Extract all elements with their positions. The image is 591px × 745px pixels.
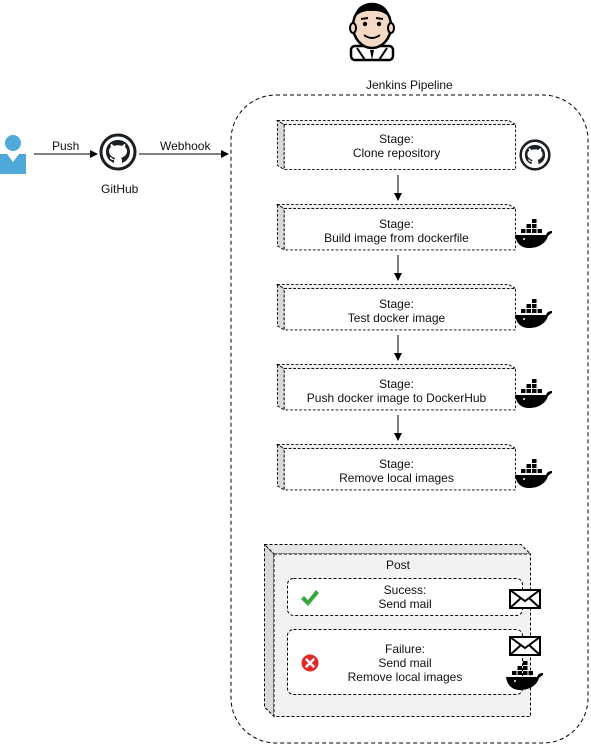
- stage-test-image: Stage: Test docker image: [265, 284, 528, 334]
- stage-build-image: Stage: Build image from dockerfile: [265, 204, 528, 254]
- stage-box: [275, 444, 518, 491]
- success-text: Sucess: Send mail: [330, 583, 480, 611]
- stage-push-image: Stage: Push docker image to DockerHub: [265, 364, 528, 414]
- stage-text: Stage: Remove local images: [273, 457, 520, 485]
- stage-name: Build image from dockerfile: [324, 231, 469, 245]
- github-label: GitHub: [101, 182, 139, 196]
- failure-heading: Failure:: [384, 642, 425, 656]
- mail-icon: [509, 636, 541, 656]
- docker-icon: [515, 299, 552, 328]
- stage-box: [275, 364, 518, 411]
- stage-heading: Stage:: [379, 297, 414, 311]
- stage-box: [275, 284, 518, 331]
- stage-box: [275, 204, 518, 251]
- docker-icon: [515, 219, 552, 248]
- stage-name: Clone repository: [352, 146, 441, 160]
- stage-text: Stage: Push docker image to DockerHub: [273, 377, 520, 405]
- check-icon: [301, 590, 319, 606]
- error-icon: [301, 654, 319, 672]
- success-action: Send mail: [378, 597, 432, 611]
- failure-text: Failure: Send mail Remove local images: [330, 642, 480, 684]
- user-icon: [0, 135, 26, 174]
- success-card: [287, 578, 523, 616]
- stage-clone-repository: Stage: Clone repository: [265, 120, 528, 170]
- stage-heading: Stage:: [379, 457, 414, 471]
- stage-heading: Stage:: [379, 132, 414, 146]
- stage-box: [275, 120, 518, 170]
- pipeline-title: Jenkins Pipeline: [366, 78, 453, 92]
- stage-remove-images: Stage: Remove local images: [265, 444, 528, 494]
- push-label: Push: [52, 139, 80, 153]
- docker-icon: [515, 459, 552, 488]
- failure-action: Send mail: [378, 656, 432, 670]
- github-icon: [99, 133, 137, 171]
- stage-text: Stage: Test docker image: [273, 297, 520, 325]
- failure-card: [287, 629, 523, 695]
- post-title: Post: [386, 558, 411, 572]
- mail-icon: [509, 589, 541, 609]
- webhook-label: Webhook: [160, 139, 211, 153]
- stage-name: Remove local images: [339, 471, 454, 485]
- stage-heading: Stage:: [379, 217, 414, 231]
- docker-icon: [506, 661, 543, 690]
- github-icon: [519, 139, 551, 171]
- stage-heading: Stage:: [379, 377, 414, 391]
- failure-action-2: Remove local images: [347, 670, 463, 684]
- stage-name: Test docker image: [347, 311, 446, 325]
- success-heading: Sucess:: [383, 583, 427, 597]
- stage-text: Stage: Clone repository: [273, 132, 520, 160]
- stage-text: Stage: Build image from dockerfile: [273, 217, 520, 245]
- stage-name: Push docker image to DockerHub: [306, 391, 487, 405]
- docker-icon: [515, 379, 552, 408]
- jenkins-logo: [349, 2, 395, 62]
